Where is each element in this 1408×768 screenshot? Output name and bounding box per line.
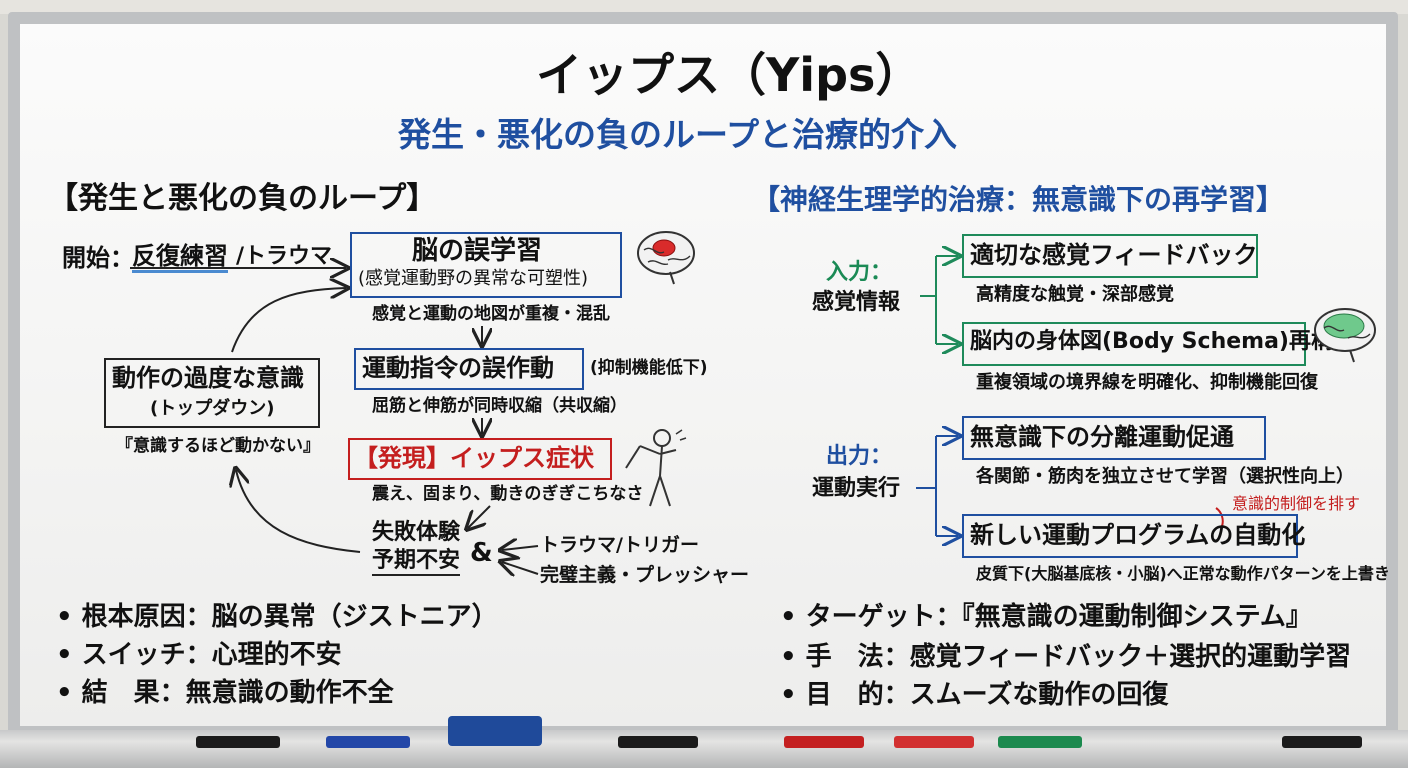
bullet-root-cause: • 根本原因：脳の異常（ジストニア） (56, 602, 498, 632)
box-sensory-feedback (962, 234, 1258, 278)
anticipatory-anxiety: 予期不安 (372, 550, 461, 576)
box-c-title: 無意識下の分離運動促通 (970, 423, 1234, 451)
input-value: 感覚情報 (812, 290, 901, 315)
note-tremor: 震え、固まり、動きのぎぎこちなさ (372, 484, 644, 504)
bullet-method: • 手 法：感覚フィードバック＋選択的運動学習 (780, 642, 1352, 672)
box-a-title: 適切な感覚フィードバック (970, 241, 1258, 269)
bullet-switch: • スイッチ：心理的不安 (56, 640, 342, 670)
output-value: 運動実行 (812, 476, 901, 501)
box1-subtitle: (感覚運動野の異常な可塑性) (358, 268, 589, 289)
box-program-automation (962, 514, 1298, 558)
box-yips-symptom (348, 438, 612, 480)
black-marker-3[interactable] (1282, 736, 1362, 748)
brain-icon-red (637, 231, 695, 285)
trigger-label: トラウマ/トリガー (540, 534, 699, 556)
note-d: 皮質下(大脳基底核・小脳)へ正常な動作パターンを上書き (976, 564, 1390, 583)
black-marker[interactable] (196, 736, 280, 748)
start-label: 開始： (62, 244, 134, 272)
arrow-trigger-to-and (502, 546, 539, 550)
arrow-loop-to-box1 (231, 288, 346, 353)
red-annotation-curve (1215, 507, 1224, 527)
box1-title: 脳の誤学習 (412, 236, 543, 266)
box-separation-movement (962, 416, 1266, 460)
red-annotation: 意識的制御を排す (1232, 494, 1361, 513)
failure-experience: 失敗体験 (372, 520, 461, 545)
bullet-result: • 結 果：無意識の動作不全 (56, 678, 394, 708)
loop-box-subtitle: (トップダウン) (150, 398, 275, 419)
golfer-icon (625, 429, 687, 507)
arrow-symptom-to-failure (468, 505, 491, 528)
note-co-contraction: 屈筋と伸筋が同時収縮（共収縮） (372, 396, 627, 416)
box-brain-mislearning (350, 232, 622, 298)
ampersand: & (470, 538, 493, 568)
note-c: 各関節・筋肉を独立させて学習（選択性向上） (976, 466, 1354, 487)
pressure-label: 完璧主義・プレッシャー (540, 564, 750, 586)
eraser[interactable] (448, 716, 542, 746)
arrow-pressure-to-and (502, 562, 539, 574)
input-bracket (920, 255, 956, 345)
bullet-purpose: • 目 的：スムーズな動作の回復 (780, 680, 1169, 710)
bullet-target: • ターゲット：『無意識の運動制御システム』 (780, 602, 1312, 632)
box-b-title: 脳内の身体図(Body Schema)再構築 (970, 329, 1355, 354)
brain-icon-green (1314, 308, 1376, 363)
box3-title: 【発現】イップス症状 (354, 444, 594, 472)
arrow-failure-to-loop (236, 470, 361, 553)
wall (0, 0, 1408, 14)
input-label: 入力： (826, 260, 893, 285)
note-b: 重複領域の境界線を明確化、抑制機能回復 (976, 372, 1318, 393)
section-title-loop: 【発生と悪化の負のループ】 (48, 181, 437, 216)
section-title-treatment: 【神経生理学的治療：無意識下の再学習】 (752, 183, 1285, 216)
box-d-title: 新しい運動プログラムの自動化 (970, 521, 1306, 549)
note-map-overlap: 感覚と運動の地図が重複・混乱 (372, 304, 610, 324)
output-bracket (916, 436, 937, 536)
page-title: イップス（Yips） (536, 48, 922, 102)
start-value-trauma: /トラウマ (236, 244, 333, 269)
start-value: 反復練習 (132, 244, 228, 273)
green-marker[interactable] (998, 736, 1082, 748)
box-body-schema (962, 322, 1306, 366)
black-marker-2[interactable] (618, 736, 698, 748)
page-subtitle: 発生・悪化の負のループと治療的介入 (398, 115, 958, 154)
loop-quote: 『意識するほど動かない』 (116, 436, 320, 456)
output-label: 出力： (826, 444, 893, 469)
box-over-consciousness (104, 358, 320, 428)
red-marker[interactable] (784, 736, 864, 748)
loop-box-title: 動作の過度な意識 (112, 364, 304, 392)
blue-marker[interactable] (326, 736, 410, 748)
red-marker-2[interactable] (894, 736, 974, 748)
box2-title: 運動指令の誤作動 (362, 354, 554, 382)
box2-note: (抑制機能低下) (590, 358, 708, 378)
note-a: 高精度な触覚・深部感覚 (976, 284, 1174, 305)
box-motor-command-error (354, 348, 584, 390)
whiteboard (20, 24, 1386, 726)
